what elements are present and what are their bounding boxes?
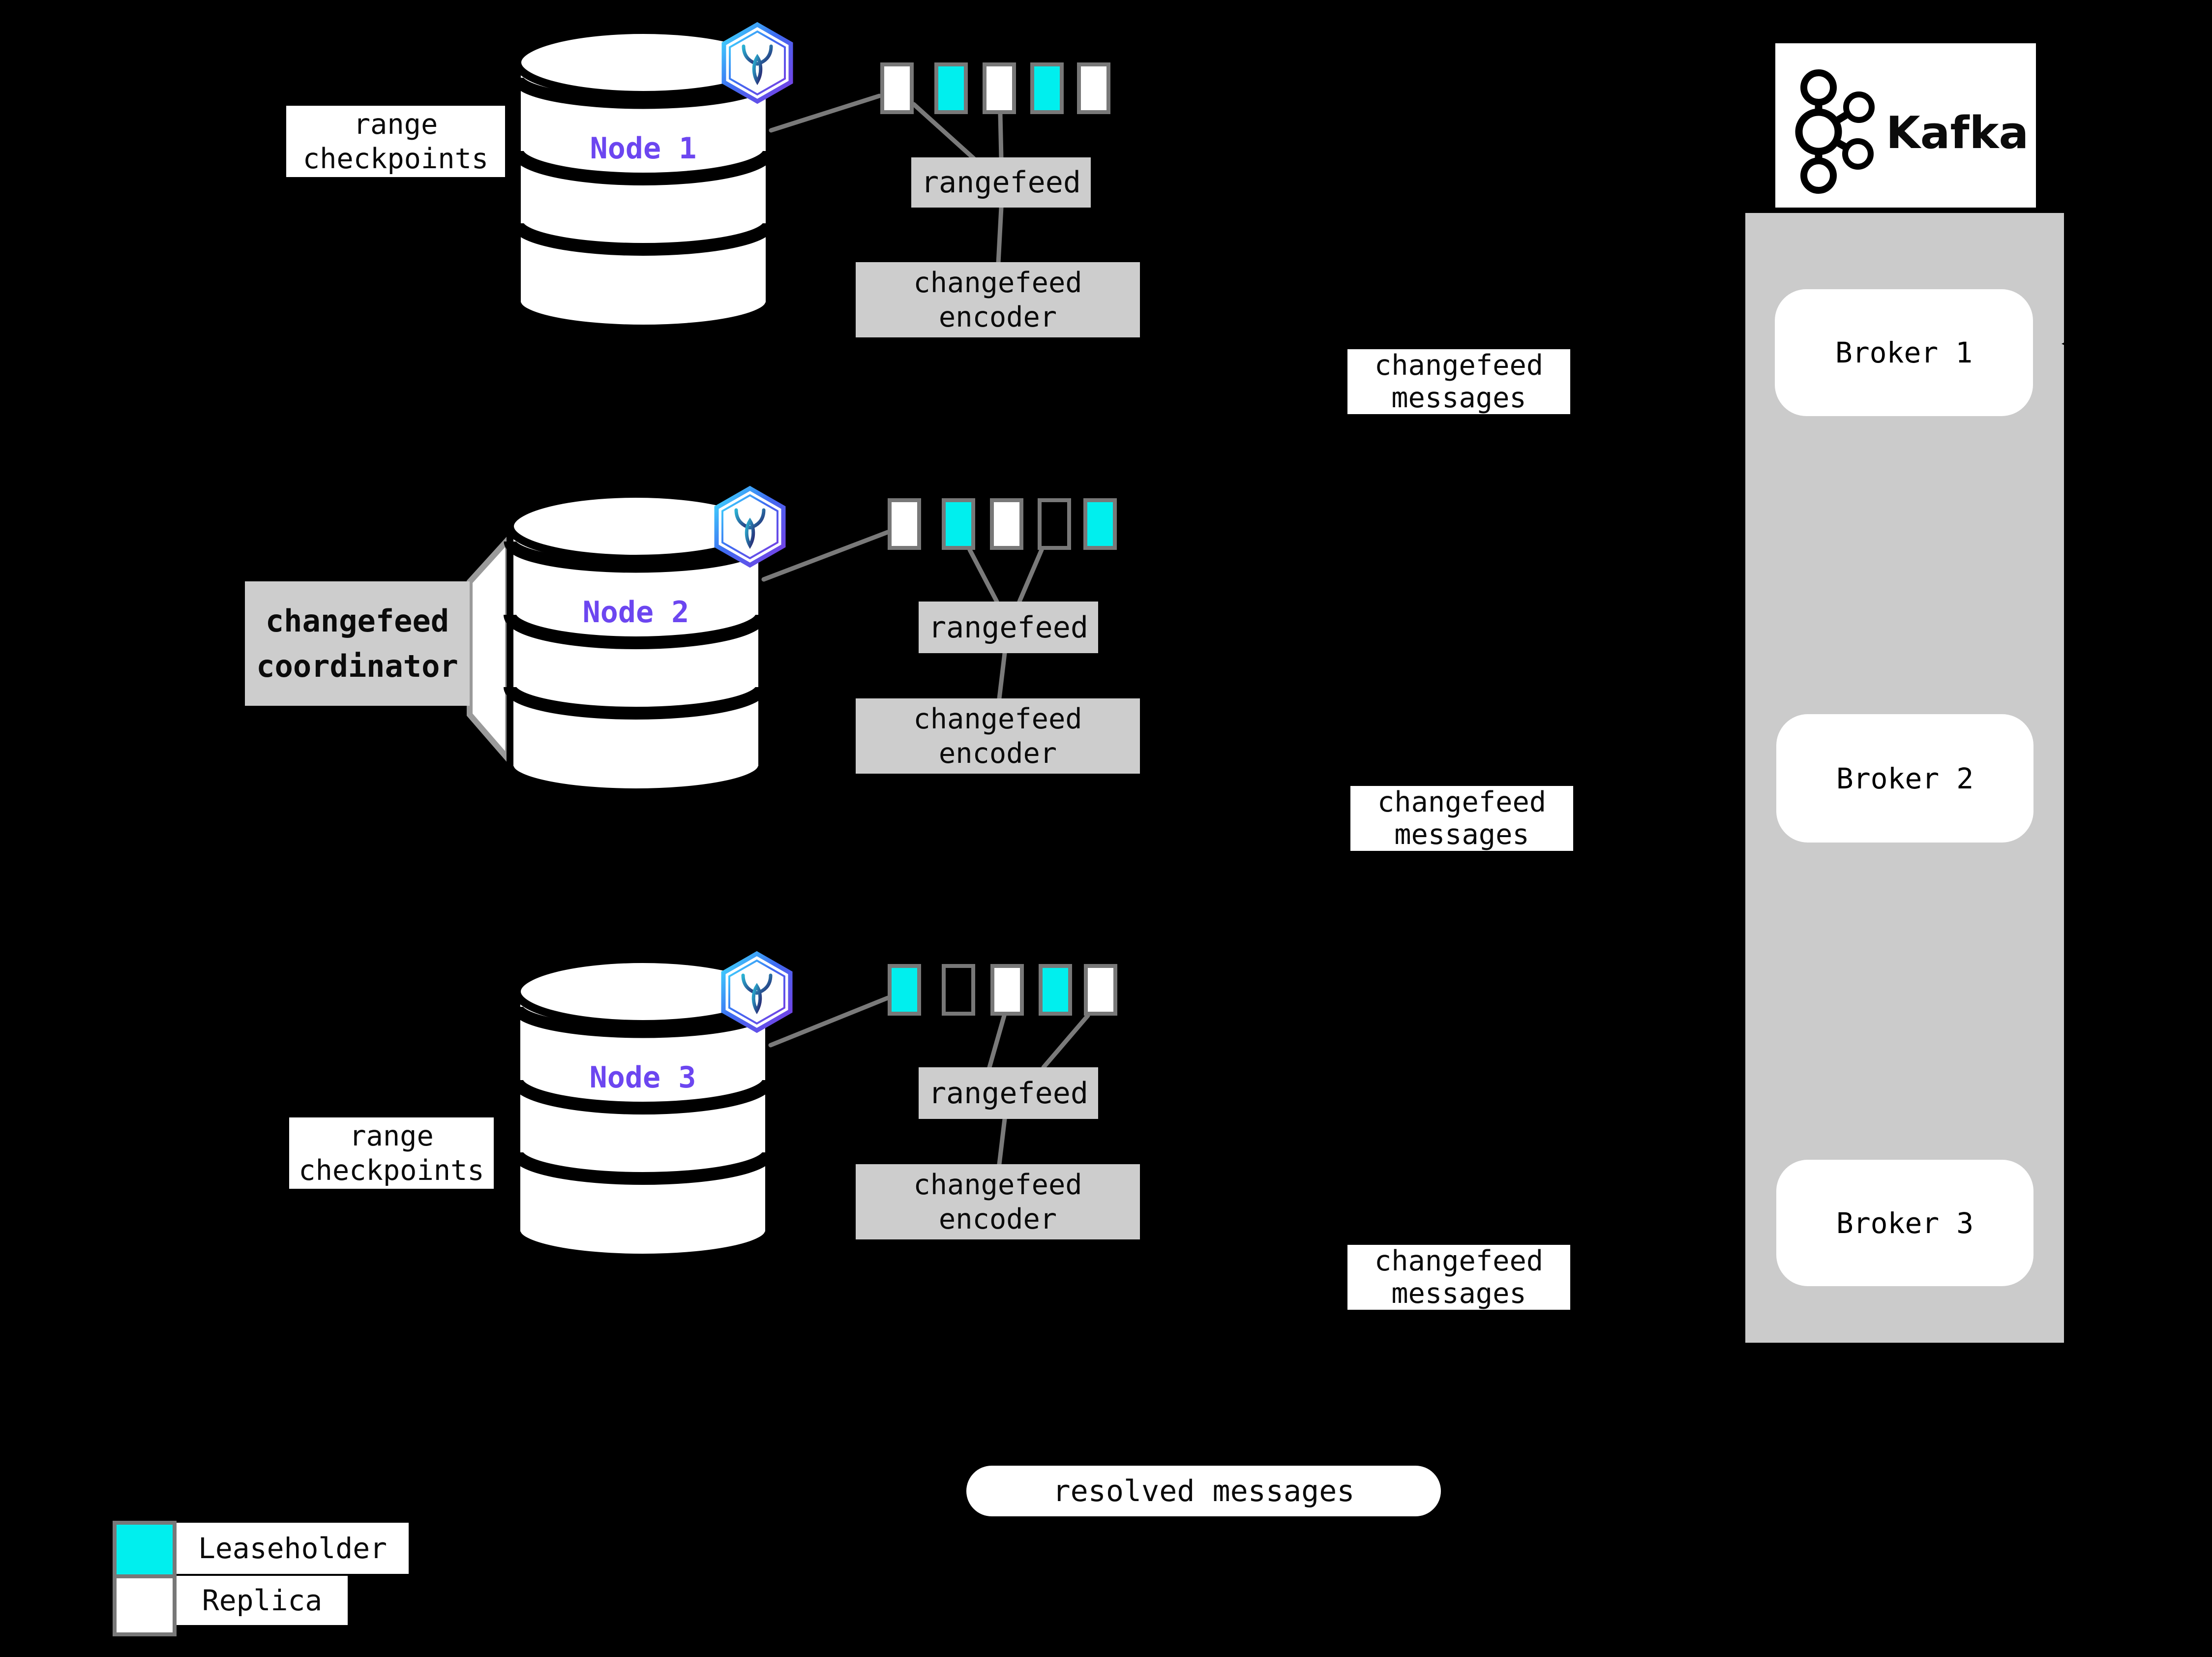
node3-rangefeed-box: rangefeed	[919, 1067, 1098, 1119]
node2-rangefeed-box: rangefeed	[919, 602, 1098, 653]
arrowhead-icon	[229, 633, 252, 655]
label-line: checkpoints	[302, 142, 489, 175]
legend-leaseholder-label: Leaseholder	[177, 1523, 409, 1574]
node1-changefeed-encoder-box: changefeed encoder	[856, 262, 1140, 337]
node2-changefeed-messages-label: changefeed messages	[1350, 786, 1573, 851]
node3-range-checkpoints-label: range checkpoints	[289, 1117, 494, 1189]
node1-changefeed-messages-label: changefeed messages	[1347, 349, 1570, 414]
legend-replica-label: Replica	[177, 1576, 348, 1625]
node2-connector-lines	[761, 530, 1044, 701]
coordinator-flag	[467, 532, 511, 767]
node2-range-3	[990, 498, 1023, 550]
label-line: range	[353, 108, 438, 141]
node2-title: Node 2	[582, 595, 689, 630]
arrowhead-icon	[2062, 332, 2085, 355]
node1-range-5	[1077, 62, 1110, 114]
node3-range-3	[990, 964, 1024, 1016]
label-line: checkpoints	[299, 1154, 484, 1187]
node3-title: Node 3	[589, 1060, 696, 1095]
label-line: changefeed	[1374, 1245, 1544, 1277]
broker-1-box: Broker 1	[1775, 289, 2033, 416]
cockroachdb-hexagon-icon	[724, 25, 791, 101]
node2-range-4	[1038, 498, 1071, 550]
label-line: range	[349, 1119, 434, 1152]
label-line: changefeed	[913, 1168, 1082, 1201]
label-line: changefeed	[913, 266, 1082, 299]
node3-range-2	[942, 964, 975, 1016]
node2-range-2	[942, 498, 975, 550]
label-line: encoder	[938, 301, 1057, 333]
kafka-title: Kafka	[1886, 107, 2029, 159]
label-line: changefeed	[265, 603, 449, 639]
node2-range-1	[888, 498, 921, 550]
cockroachdb-hexagon-icon	[717, 488, 783, 565]
node1-range-4	[1030, 62, 1064, 114]
node1-range-3	[983, 62, 1016, 114]
label-line: changefeed	[1374, 349, 1544, 382]
label-line: changefeed	[1377, 786, 1547, 818]
node1-title: Node 1	[590, 131, 697, 166]
node1-connector-lines	[769, 93, 1004, 266]
label-line: messages	[1394, 818, 1529, 851]
node1-range-2	[934, 62, 968, 114]
node3-range-1	[888, 964, 921, 1016]
label-line: coordinator	[256, 648, 458, 684]
broker-2-box: Broker 2	[1776, 714, 2033, 843]
label-line: changefeed	[913, 702, 1082, 735]
node3-changefeed-messages-label: changefeed messages	[1347, 1245, 1570, 1310]
changefeed-coordinator-box: changefeed coordinator	[245, 581, 470, 706]
legend-replica-swatch	[113, 1574, 177, 1636]
broker-3-box: Broker 3	[1776, 1160, 2033, 1286]
node3-range-5	[1084, 964, 1117, 1016]
label-line: messages	[1391, 1277, 1526, 1310]
legend-leaseholder-swatch	[113, 1521, 177, 1578]
label-line: messages	[1391, 382, 1526, 414]
cockroachdb-hexagon-icon	[723, 954, 790, 1030]
label-line: encoder	[938, 737, 1057, 770]
node1-range-1	[880, 62, 914, 114]
label-line: encoder	[938, 1203, 1057, 1235]
resolved-messages-label: resolved messages	[966, 1466, 1441, 1516]
node2-range-5	[1083, 498, 1117, 550]
node1-rangefeed-box: rangefeed	[911, 157, 1091, 208]
node1-range-checkpoints-label: range checkpoints	[286, 106, 505, 177]
node3-range-4	[1039, 964, 1072, 1016]
node3-changefeed-encoder-box: changefeed encoder	[856, 1164, 1140, 1239]
kafka-logo-icon	[1795, 69, 1875, 194]
node3-connector-lines	[768, 995, 1090, 1167]
node2-changefeed-encoder-box: changefeed encoder	[856, 698, 1140, 774]
